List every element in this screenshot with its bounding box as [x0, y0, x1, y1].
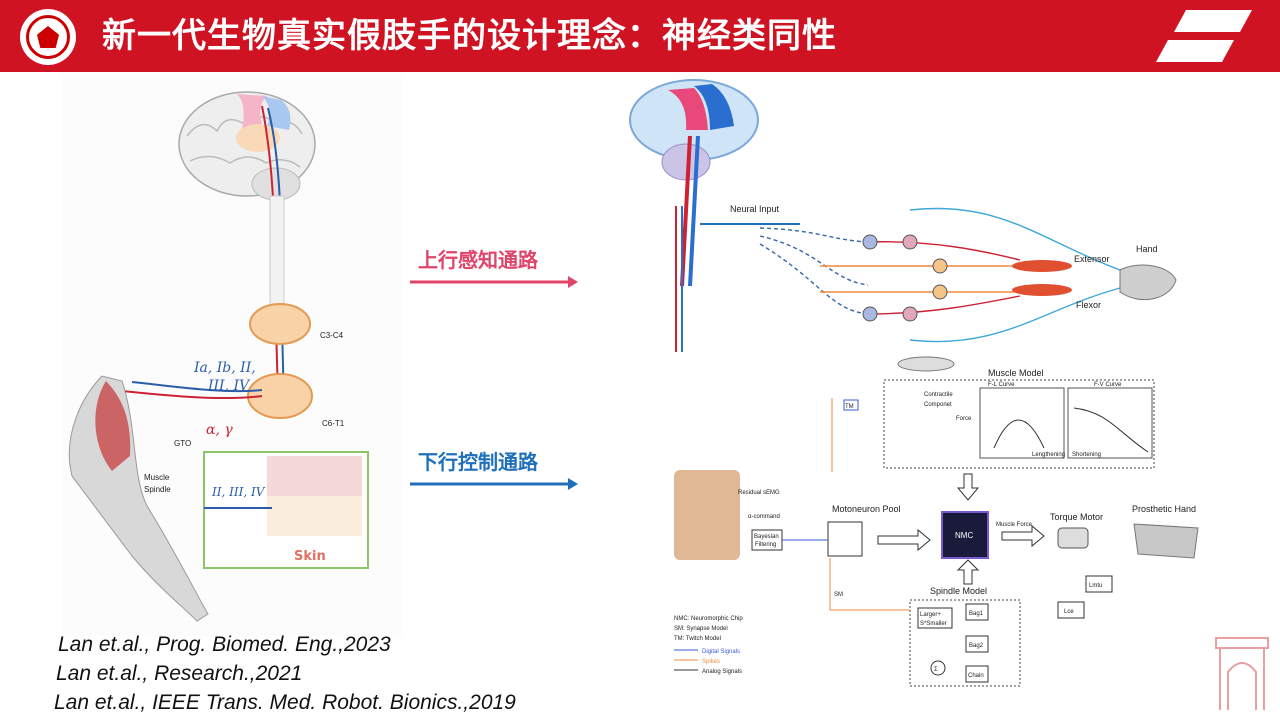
- chain-label: Chain: [968, 673, 984, 679]
- stripe-logo-icon: [1156, 10, 1252, 62]
- larger-label-1: Larger+: [920, 612, 941, 618]
- gate-watermark-icon: [1215, 637, 1269, 710]
- motoneuron-pool-label: Motoneuron Pool: [832, 504, 901, 514]
- gto-label: GTO: [174, 439, 191, 448]
- muscle-force-label: Muscle Force: [996, 522, 1033, 528]
- tm-label: TM: [845, 404, 854, 410]
- force-label: Force: [956, 416, 972, 422]
- neural-input-label: Neural Input: [730, 204, 780, 214]
- spindle-model-label: Spindle Model: [930, 586, 987, 596]
- legend-tm: TM: Twitch Model: [674, 636, 721, 642]
- larger-label-2: S*Smaller: [920, 621, 947, 627]
- citation-1: Lan et.al., Prog. Biomed. Eng.,2023: [58, 633, 391, 656]
- legend-analog: Analog Signals: [702, 669, 742, 675]
- contractile-label: Contractile: [924, 392, 953, 398]
- fl-curve-label: F-L Curve: [988, 382, 1015, 388]
- page-title: 新一代生物真实假肢手的设计理念：神经类同性: [102, 16, 837, 56]
- residual-semg-label: Residual sEMG: [738, 490, 780, 496]
- control-block-diagram: Muscle Model Contractile Componet Force …: [674, 356, 1199, 687]
- segment-label-c3c4: C3-C4: [320, 331, 344, 340]
- legend-spikes: Spikes: [702, 659, 720, 665]
- lce-label: Lce: [1064, 609, 1074, 615]
- afferent-label-2: III, IV: [207, 378, 251, 394]
- afferent-label: Ia, Ib, II,: [193, 360, 256, 376]
- fv-curve-label: F-V Curve: [1094, 382, 1122, 388]
- citation-2: Lan et.al., Research.,2021: [56, 662, 303, 685]
- brain-pathway-illustration: [629, 79, 759, 471]
- flexor-label: Flexor: [1076, 300, 1101, 310]
- prosthetic-hand-label: Prosthetic Hand: [1132, 504, 1196, 514]
- sm-label: SM: [834, 592, 843, 598]
- componet-label: Componet: [924, 402, 952, 408]
- bag2-label: Bag2: [969, 643, 984, 649]
- shortening-label: Shortening: [1072, 452, 1101, 458]
- lengthening-label: Lengthening: [1032, 452, 1065, 458]
- legend-sm: SM: Synapse Model: [674, 626, 728, 632]
- torque-motor-label: Torque Motor: [1050, 512, 1103, 522]
- extensor-label: Extensor: [1074, 254, 1110, 264]
- signal-legend: NMC: Neuromorphic Chip SM: Synapse Model…: [674, 616, 743, 675]
- skin-fiber-label: II, III, IV: [211, 485, 266, 499]
- bayesian-label-1: Bayesian: [754, 534, 779, 540]
- descending-pathway-label: 下行控制通路: [418, 450, 538, 474]
- lmtu-label: Lmtu: [1089, 583, 1102, 589]
- circuit-illustration: Neural Input Extensor Flexor Hand: [680, 204, 1177, 343]
- bayesian-label-2: Filtering: [755, 542, 776, 548]
- segment-label-c6t1: C6-T1: [322, 419, 345, 428]
- legend-nmc: NMC: Neuromorphic Chip: [674, 616, 743, 622]
- neuro-anatomy-figure: C3-C4 C6-T1 Ia, Ib, II, III, IV α, γ GTO…: [62, 76, 402, 636]
- muscle-model-title: Muscle Model: [988, 368, 1044, 378]
- alpha-command-label: α-command: [748, 514, 780, 520]
- descending-arrow-icon: [410, 478, 578, 490]
- neuromuscular-circuit-diagram: Neural Input Extensor Flexor Hand: [680, 180, 1180, 352]
- efferent-label: α, γ: [206, 422, 233, 438]
- legend-digital: Digital Signals: [702, 649, 740, 655]
- neuromorphic-control-diagram: Muscle Model Contractile Componet Force …: [648, 352, 1210, 714]
- sigma-label: Σ: [934, 667, 938, 673]
- spindle-label-1: Muscle: [144, 473, 170, 482]
- bag1-label: Bag1: [969, 611, 984, 617]
- anatomy-illustration: C3-C4 C6-T1 Ia, Ib, II, III, IV α, γ GTO…: [68, 91, 369, 622]
- header-bar: 新一代生物真实假肢手的设计理念：神经类同性: [0, 0, 1280, 72]
- spindle-label-2: Spindle: [144, 485, 171, 494]
- ascending-pathway-label: 上行感知通路: [418, 248, 538, 272]
- hand-label: Hand: [1136, 244, 1158, 254]
- skin-label: Skin: [294, 549, 326, 564]
- citation-3: Lan et.al., IEEE Trans. Med. Robot. Bion…: [54, 691, 516, 714]
- university-seal-icon: [20, 9, 76, 65]
- ascending-arrow-icon: [410, 276, 578, 288]
- nmc-label: NMC: [955, 531, 973, 540]
